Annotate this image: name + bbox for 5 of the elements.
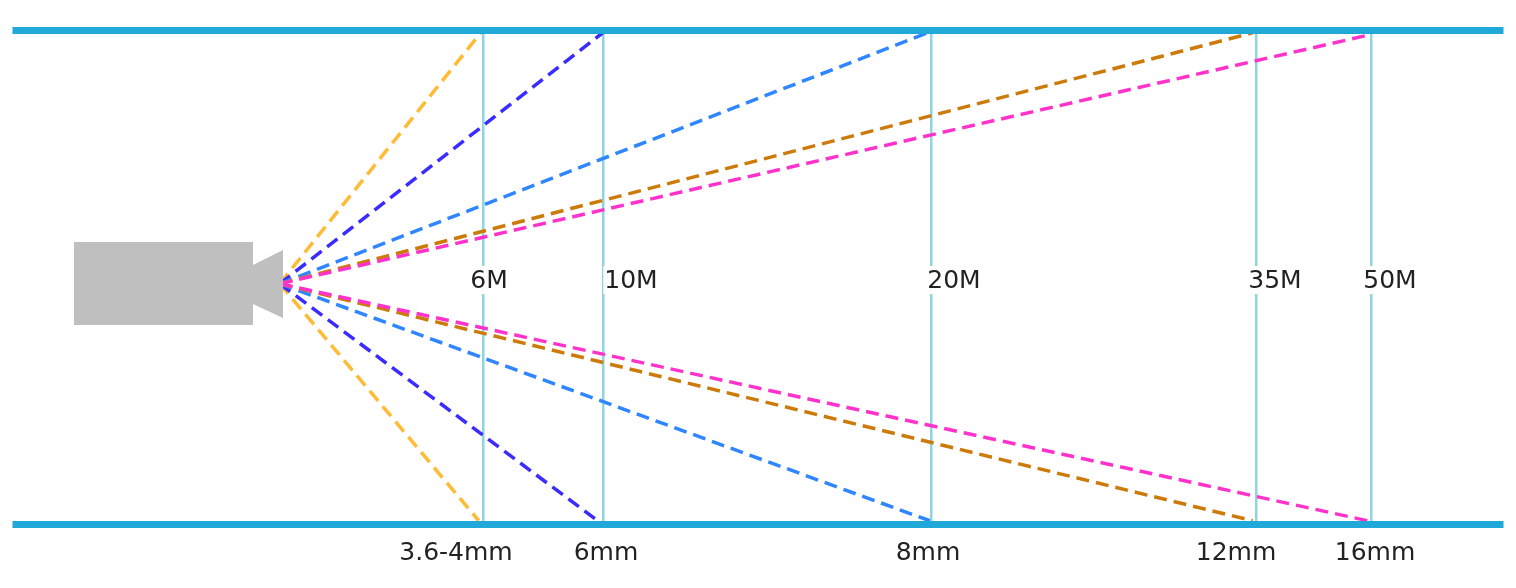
distance-label: 20M xyxy=(926,266,982,294)
distance-label: 50M xyxy=(1362,266,1418,294)
distance-label: 10M xyxy=(603,266,659,294)
distance-label: 6M xyxy=(469,266,509,294)
distance-label: 35M xyxy=(1247,266,1303,294)
